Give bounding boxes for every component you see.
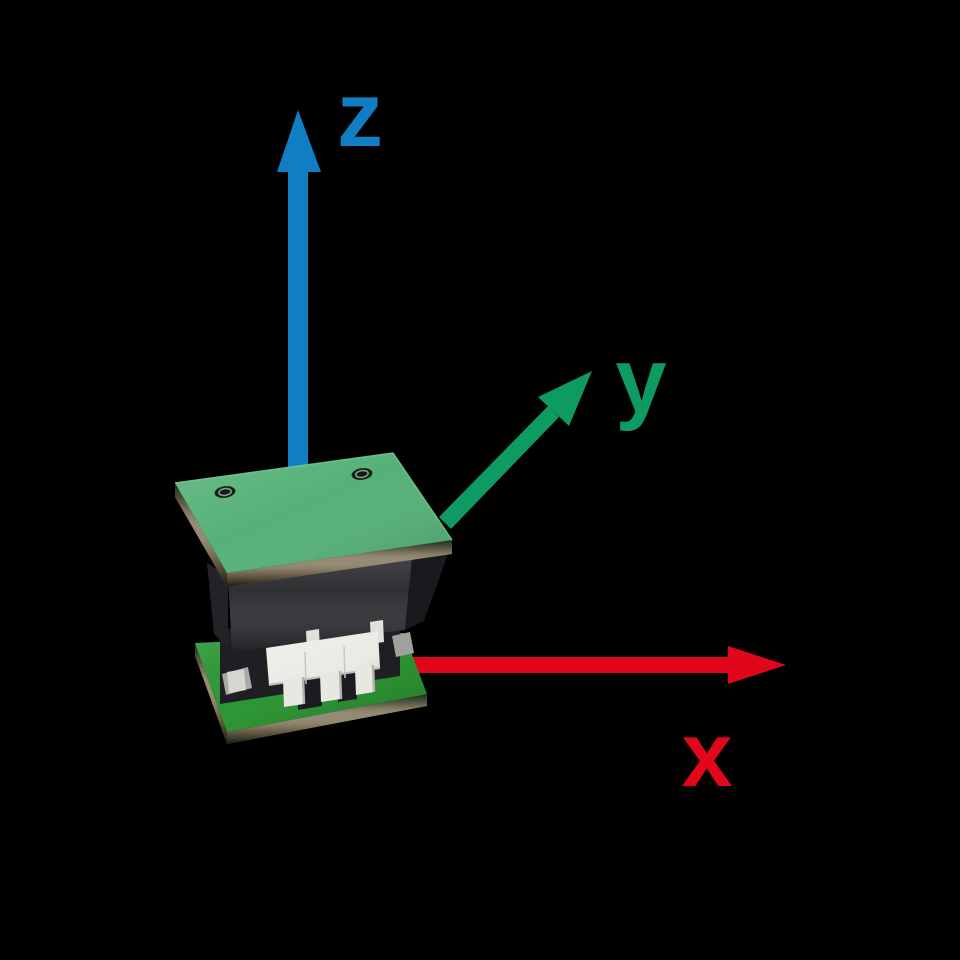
z-axis-shaft bbox=[288, 165, 308, 467]
connector-pin-1-shade bbox=[301, 676, 306, 705]
screw-hole-left bbox=[214, 486, 236, 498]
screw-hole-right bbox=[351, 468, 373, 480]
top-pcb-surface-shade bbox=[175, 453, 452, 573]
top-pcb-edge-front-shade bbox=[227, 540, 452, 587]
module-body bbox=[207, 554, 448, 652]
connector-pin-3 bbox=[355, 665, 374, 695]
z-axis-arrowhead-icon bbox=[277, 110, 321, 172]
connector bbox=[227, 620, 384, 710]
solder-pad-right bbox=[392, 632, 414, 657]
top-pcb-edge-left-shade bbox=[175, 483, 227, 587]
y-axis-label: y bbox=[615, 330, 666, 432]
x-axis: x bbox=[410, 646, 786, 806]
connector-pin-3-shade bbox=[371, 664, 376, 693]
module-body-right-face bbox=[405, 554, 448, 630]
connector-pin-2 bbox=[320, 671, 341, 702]
screw-hole-right-ring bbox=[355, 469, 369, 479]
x-axis-shaft bbox=[410, 657, 728, 673]
pcb-module bbox=[174, 452, 453, 744]
screw-hole-left-ring bbox=[218, 487, 232, 497]
module-body-front-face-shade bbox=[228, 559, 412, 652]
y-axis: y bbox=[439, 330, 667, 529]
connector-foot-block-right bbox=[338, 669, 357, 702]
module-body-left-face bbox=[207, 563, 228, 648]
bottom-pcb-edge-left-shade bbox=[195, 643, 227, 744]
top-pcb-edge-highlight bbox=[174, 452, 453, 541]
z-axis: z bbox=[277, 64, 383, 467]
x-axis-label: x bbox=[681, 704, 732, 806]
connector-pin-1 bbox=[283, 677, 304, 707]
top-pcb bbox=[174, 452, 453, 587]
y-axis-arrowhead-icon bbox=[538, 371, 592, 426]
connector-side-pad bbox=[227, 669, 246, 693]
bottom-pcb-edge-front-shade bbox=[227, 694, 427, 744]
z-axis-label: z bbox=[337, 64, 383, 166]
connector-pin-2-shade bbox=[338, 670, 343, 700]
x-axis-arrowhead-icon bbox=[728, 646, 786, 684]
y-axis-shaft bbox=[439, 406, 559, 529]
